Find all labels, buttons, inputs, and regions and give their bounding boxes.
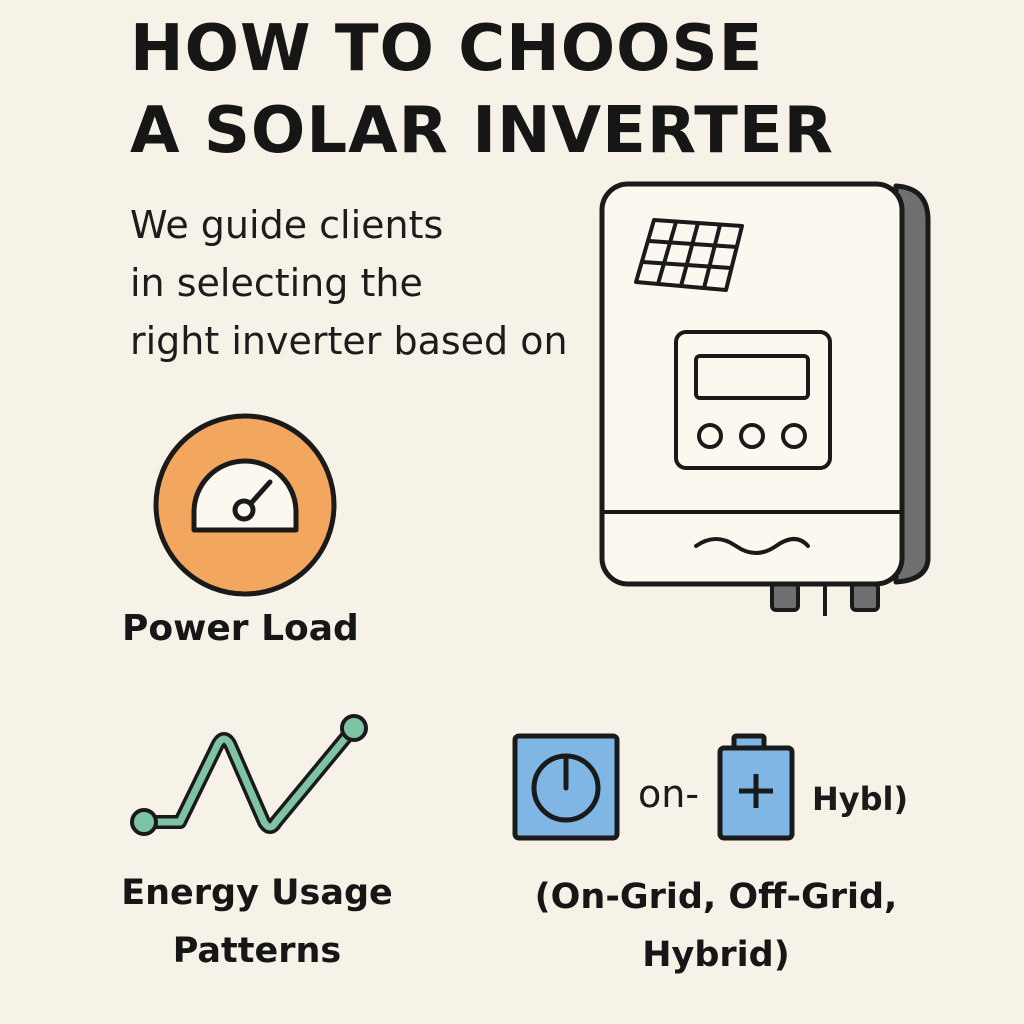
intro-line-2: in selecting the [130, 261, 423, 305]
inverter-type-label-line-1: (On-Grid, Off-Grid, [534, 877, 898, 917]
inverter-type-label-line-2: Hybrid) [642, 935, 790, 975]
battery-icon [717, 733, 795, 841]
intro-line-1: We guide clients [130, 203, 444, 247]
title-line-1: HOW TO CHOOSE [130, 12, 764, 86]
power-load-label: Power Load [122, 608, 359, 649]
title-line-2: A SOLAR INVERTER [130, 94, 834, 168]
intro-text: We guide clients in selecting the right … [130, 196, 568, 370]
trend-line-icon [130, 714, 368, 836]
intro-line-3: right inverter based on [130, 319, 568, 363]
power-icon [512, 733, 620, 841]
inverter-type-icon-text-2: Hybl) [812, 780, 909, 818]
inverter-type-label: (On-Grid, Off-Grid, Hybrid) [512, 868, 920, 984]
solar-panel-icon [634, 218, 744, 292]
inverter-type-icon-text-1: on- [638, 772, 700, 816]
page-title: HOW TO CHOOSE A SOLAR INVERTER [130, 8, 834, 172]
gauge-icon [153, 413, 337, 597]
inverter-type-icons [512, 733, 795, 841]
energy-usage-label: Energy Usage Patterns [112, 864, 402, 980]
energy-usage-label-line-1: Energy Usage [121, 873, 393, 913]
energy-usage-label-line-2: Patterns [172, 931, 342, 971]
solar-inverter-illustration [599, 181, 931, 616]
